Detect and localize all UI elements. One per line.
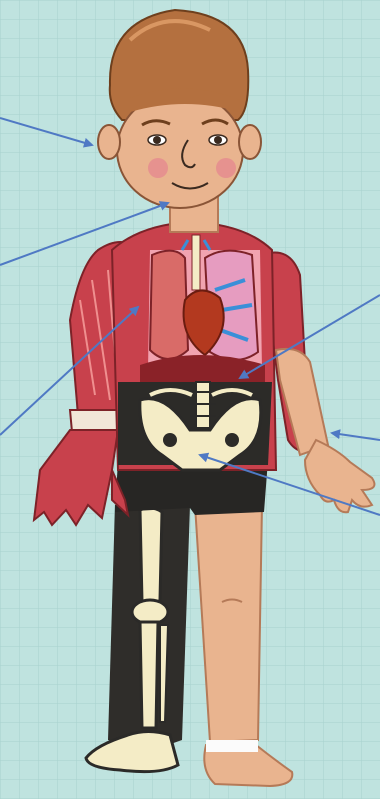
lung-left — [150, 251, 188, 359]
torso — [112, 222, 276, 470]
ear-right — [239, 125, 261, 159]
trachea — [192, 235, 200, 290]
ear-left — [98, 125, 120, 159]
